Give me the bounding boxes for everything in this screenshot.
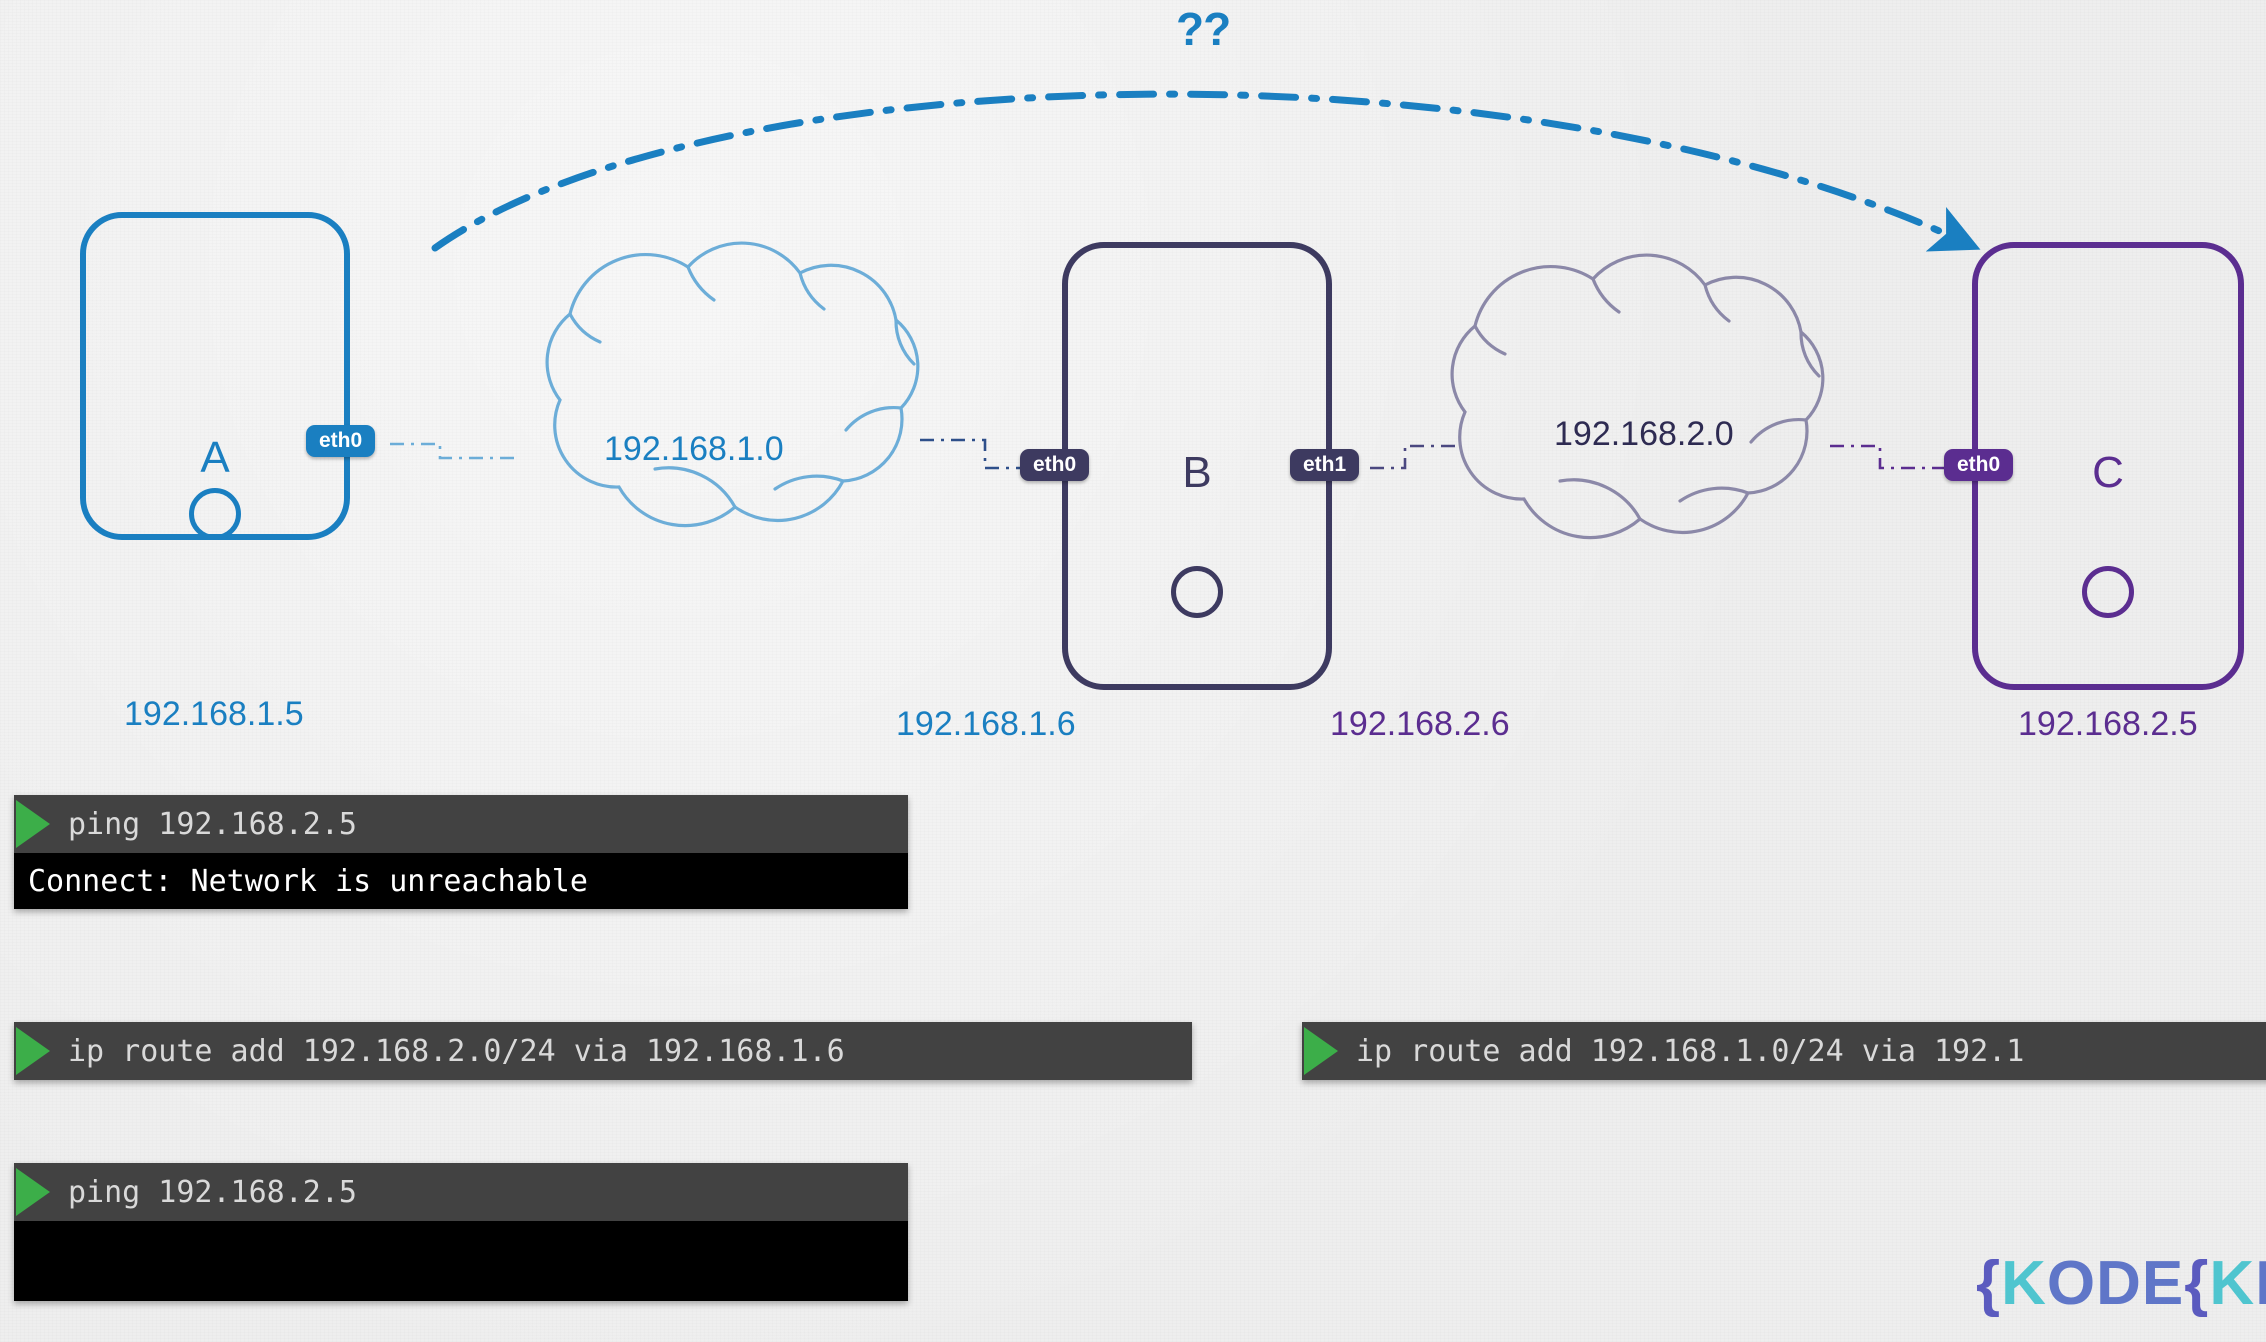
host-c-label: C xyxy=(2092,448,2124,497)
host-c-interface-eth0[interactable]: eth0 xyxy=(1944,449,2014,481)
link-b-to-net2 xyxy=(1370,444,1462,470)
terminal-output-bar: Connect: Network is unreachable xyxy=(14,853,908,909)
terminal-output-text: Connect: Network is unreachable xyxy=(28,863,588,899)
host-b-interface-eth0[interactable]: eth0 xyxy=(1020,449,1090,481)
link-a-to-net1 xyxy=(390,442,520,460)
play-icon[interactable] xyxy=(16,1168,50,1216)
logo-word-2: L xyxy=(2255,1249,2266,1318)
network-2-label: 192.168.2.0 xyxy=(1554,415,1734,453)
network-1-label: 192.168.1.0 xyxy=(604,430,784,468)
logo-word-1: ODE xyxy=(2046,1249,2185,1318)
curved-arrow-icon xyxy=(431,90,1981,252)
logo-brace-2: { xyxy=(2184,1249,2210,1318)
host-a-indicator xyxy=(189,488,241,540)
logo-k-1: K xyxy=(2001,1249,2047,1318)
host-a-ip-label: 192.168.1.5 xyxy=(124,695,304,733)
host-c-ip-label: 192.168.2.5 xyxy=(2018,705,2198,743)
host-b-ip-left-label: 192.168.1.6 xyxy=(896,705,1076,743)
link-net2-to-c xyxy=(1830,444,1950,470)
play-icon[interactable] xyxy=(16,1027,50,1075)
network-cloud-icon-1 xyxy=(545,241,920,528)
terminal-command-text: ip route add 192.168.1.0/24 via 192.1 xyxy=(1356,1033,2025,1069)
terminal-command-bar[interactable]: ip route add 192.168.1.0/24 via 192.1 xyxy=(1302,1022,2266,1080)
kodekloud-logo: {KODE{KL xyxy=(1976,1248,2266,1319)
host-a[interactable]: A xyxy=(80,212,350,540)
host-c-indicator xyxy=(2082,566,2134,618)
host-b-ip-right-label: 192.168.2.6 xyxy=(1330,705,1510,743)
host-b-indicator xyxy=(1171,566,1223,618)
terminal-command-bar[interactable]: ping 192.168.2.5 xyxy=(14,795,908,853)
host-b-interface-eth1[interactable]: eth1 xyxy=(1290,449,1360,481)
question-marker: ?? xyxy=(1176,3,1231,55)
logo-brace-1: { xyxy=(1976,1249,2002,1318)
play-icon[interactable] xyxy=(16,800,50,848)
terminal-command-bar[interactable]: ip route add 192.168.2.0/24 via 192.168.… xyxy=(14,1022,1192,1080)
play-icon[interactable] xyxy=(1304,1027,1338,1075)
terminal-command-bar[interactable]: ping 192.168.2.5 xyxy=(14,1163,908,1221)
terminal-output-bar xyxy=(14,1221,908,1301)
terminal-route-add-a[interactable]: ip route add 192.168.2.0/24 via 192.168.… xyxy=(14,1022,1192,1080)
host-a-interface-eth0[interactable]: eth0 xyxy=(306,425,376,457)
logo-k-2: K xyxy=(2209,1249,2256,1318)
terminal-ping-fail[interactable]: ping 192.168.2.5 Connect: Network is unr… xyxy=(14,795,908,909)
terminal-command-text: ping 192.168.2.5 xyxy=(68,1174,357,1210)
terminal-command-text: ping 192.168.2.5 xyxy=(68,806,357,842)
terminal-route-add-c[interactable]: ip route add 192.168.1.0/24 via 192.1 xyxy=(1302,1022,2266,1080)
host-b-label: B xyxy=(1182,448,1212,497)
terminal-command-text: ip route add 192.168.2.0/24 via 192.168.… xyxy=(68,1033,845,1069)
network-cloud-icon-2 xyxy=(1450,253,1825,540)
terminal-ping-retry[interactable]: ping 192.168.2.5 xyxy=(14,1163,908,1301)
